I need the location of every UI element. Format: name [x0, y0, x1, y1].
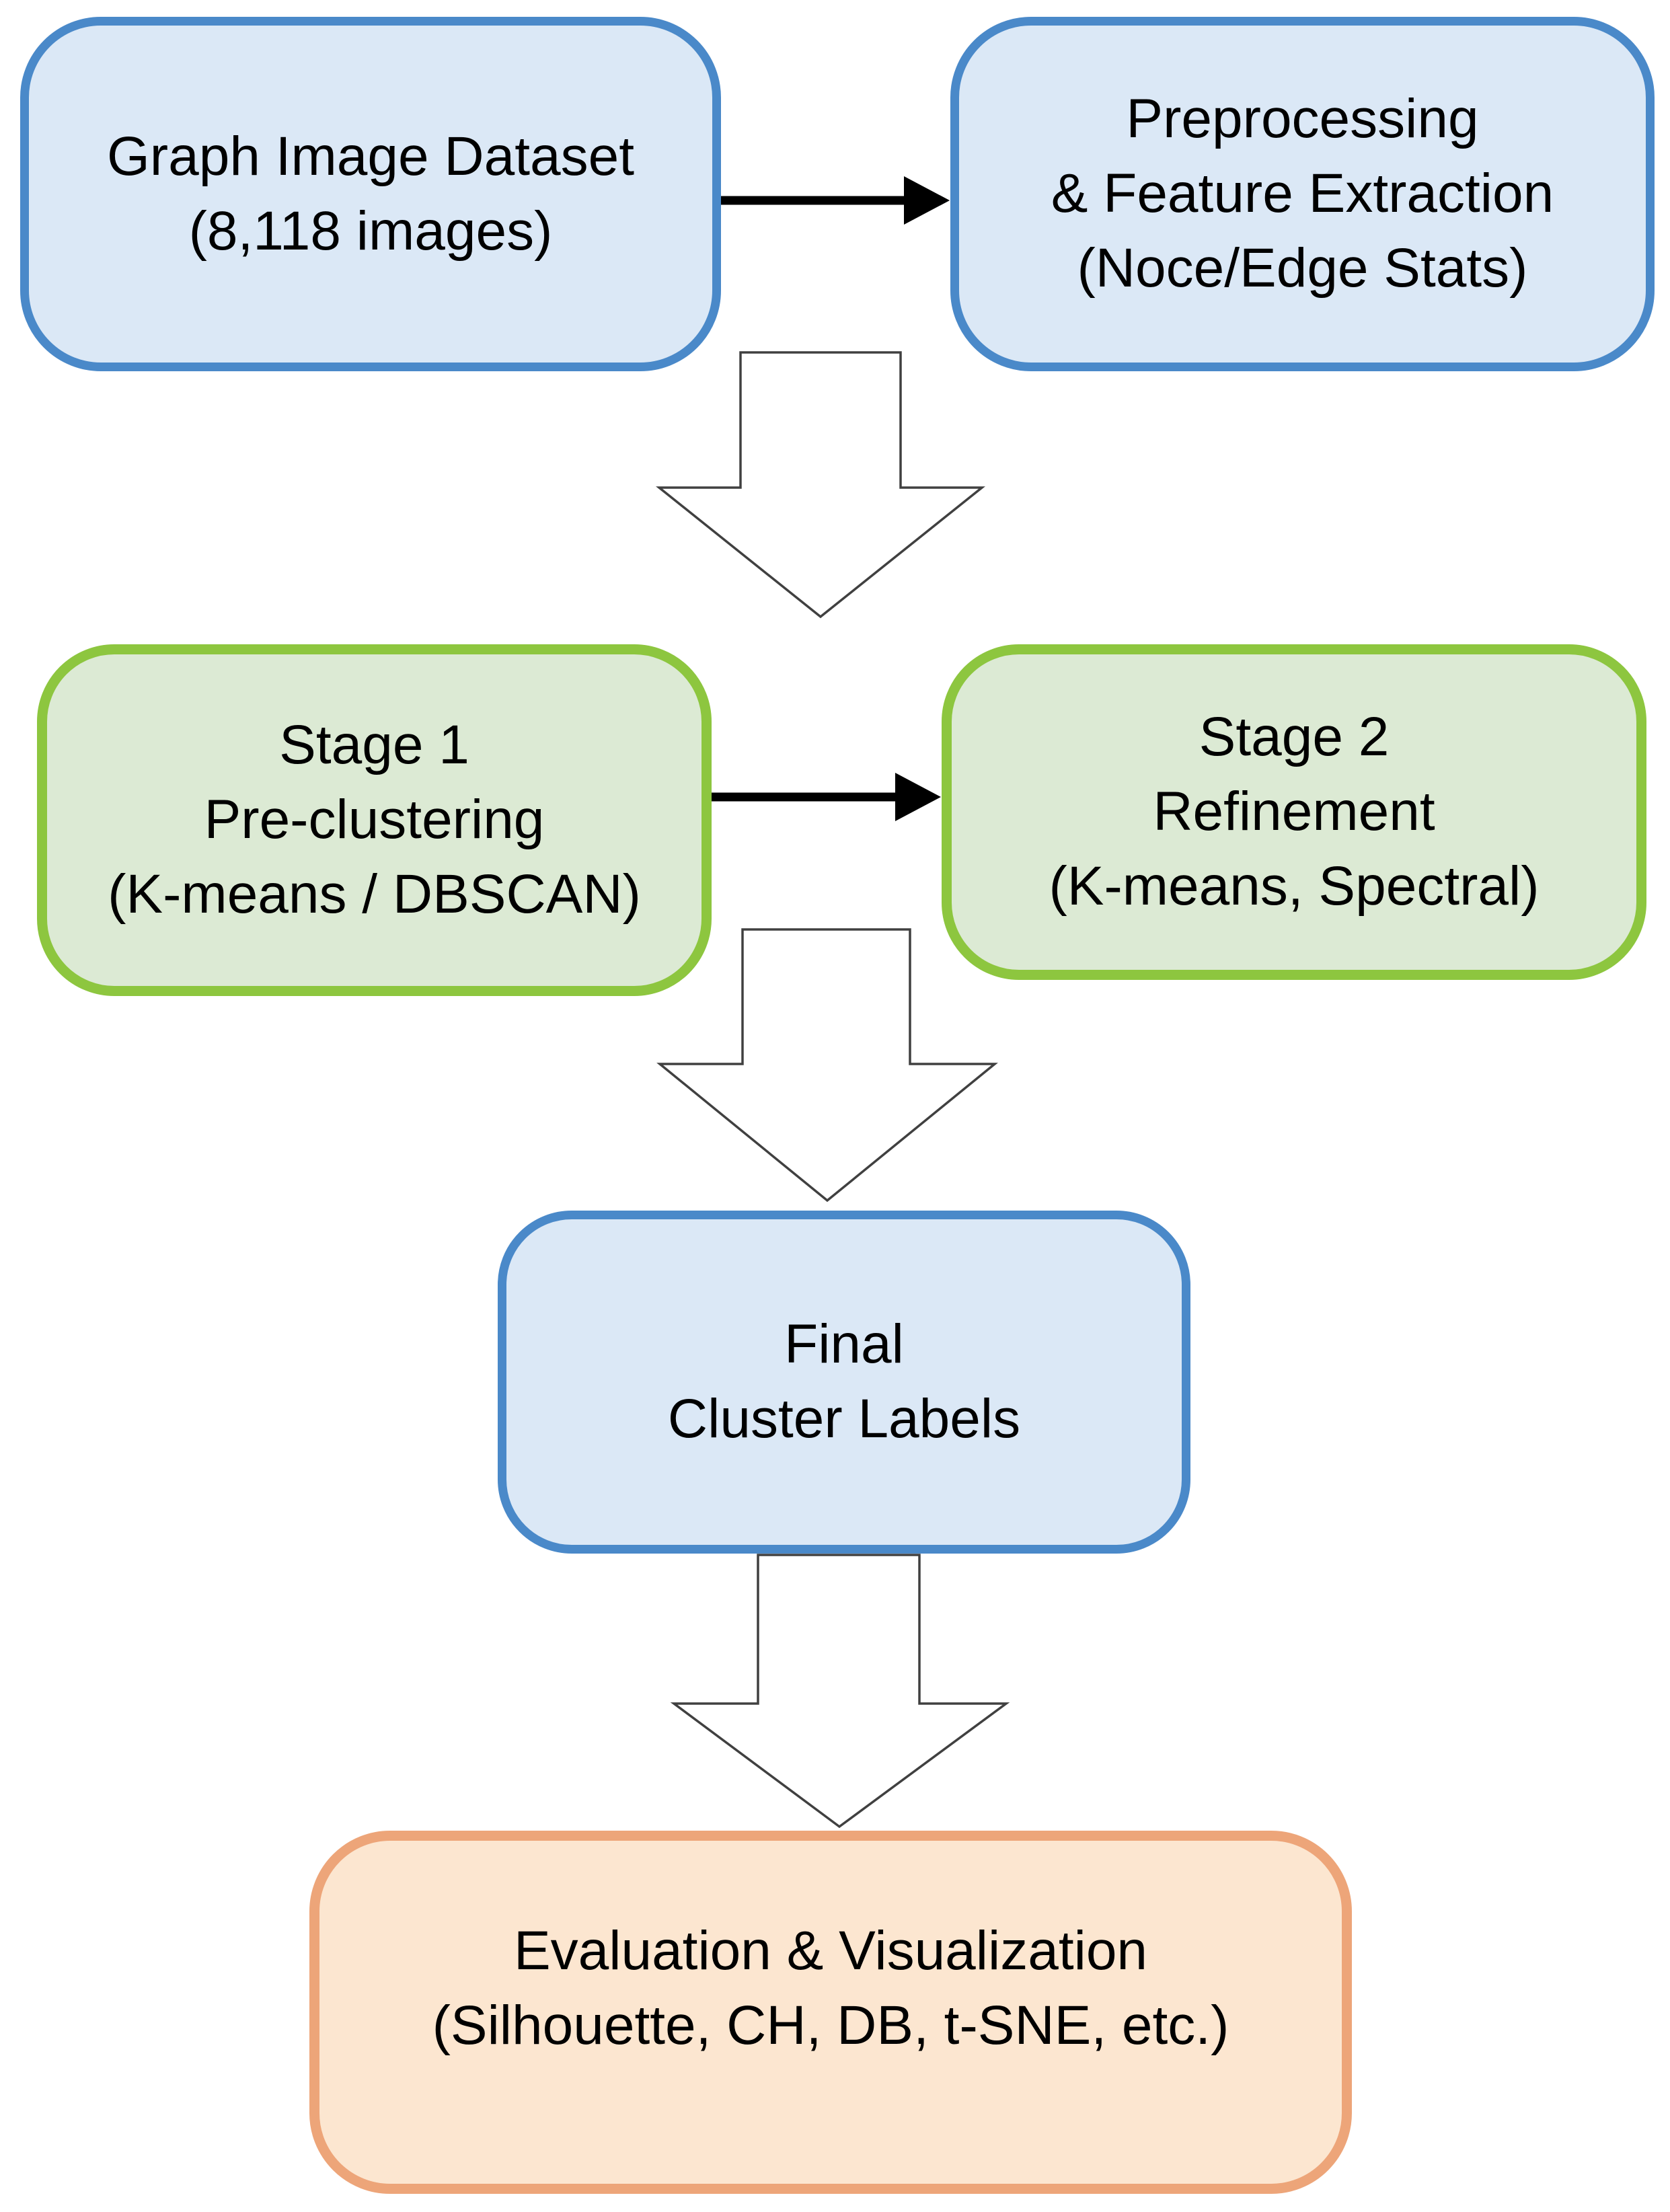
node-preprocessing-feature-extraction: Preprocessing & Feature Extraction (Noce… [950, 17, 1655, 371]
connector-stage1-to-stage2 [712, 773, 941, 821]
node-line: (K-means, Spectral) [1049, 855, 1540, 917]
node-final-cluster-labels: Final Cluster Labels [498, 1211, 1190, 1554]
down-block-arrow-2 [656, 928, 998, 1203]
node-line: (K-means / DBSCAN) [108, 863, 641, 925]
node-line: Cluster Labels [667, 1388, 1021, 1449]
connector-dataset-to-preprocessing [720, 176, 950, 225]
node-line: Stage 1 [279, 714, 469, 776]
node-evaluation-visualization: Evaluation & Visualization (Silhouette, … [309, 1831, 1352, 2194]
node-line: Evaluation & Visualization [513, 1920, 1148, 1982]
node-line: Stage 2 [1199, 706, 1390, 768]
node-stage1-pre-clustering: Stage 1 Pre-clustering (K-means / DBSCAN… [37, 644, 712, 996]
node-line: (8,118 images) [188, 200, 553, 262]
node-line: Pre-clustering [204, 789, 545, 851]
down-block-arrow-1 [656, 351, 985, 619]
node-line: Final [784, 1313, 904, 1375]
node-line: & Feature Extraction [1051, 163, 1554, 225]
node-line: (Noce/Edge Stats) [1077, 237, 1528, 299]
node-line: Graph Image Dataset [107, 125, 634, 187]
node-line: (Silhouette, CH, DB, t-SNE, etc.) [432, 1995, 1229, 2056]
node-line: Preprocessing [1126, 88, 1479, 150]
node-graph-image-dataset: Graph Image Dataset (8,118 images) [20, 17, 721, 371]
down-block-arrow-3 [670, 1554, 1010, 1829]
node-stage2-refinement: Stage 2 Refinement (K-means, Spectral) [942, 644, 1646, 980]
node-line: Refinement [1153, 781, 1435, 843]
